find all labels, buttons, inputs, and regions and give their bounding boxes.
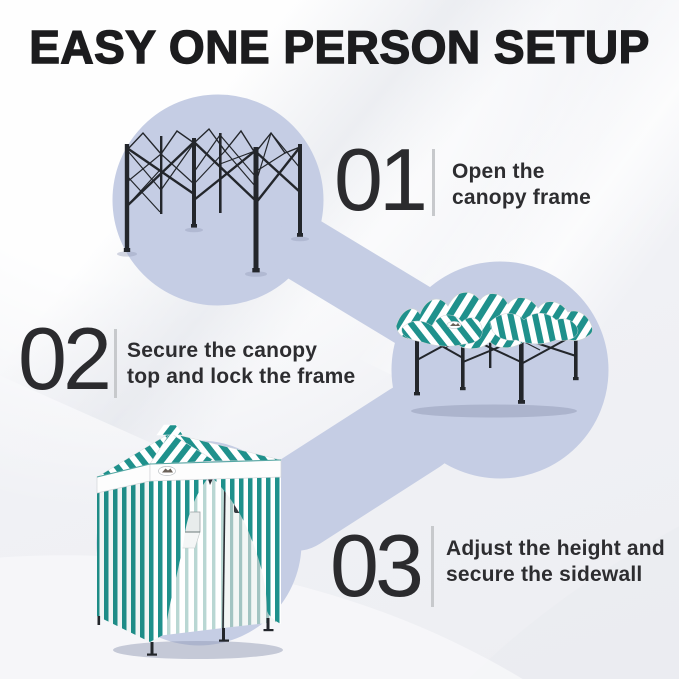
- step-1-divider: [432, 149, 435, 216]
- frame-with-canopy-top-illustration: [395, 292, 593, 418]
- popup-changing-tent-illustration: [96, 424, 283, 659]
- step-1-description-line1: Open the: [452, 160, 545, 183]
- step-2-divider: [114, 329, 117, 398]
- step-1-description-line2: canopy frame: [452, 185, 591, 209]
- step-2-description-line2: top and lock the frame: [127, 364, 356, 388]
- step-3-description-line1: Adjust the height and: [446, 537, 665, 560]
- page-title: EASY ONE PERSON SETUP: [29, 20, 650, 73]
- step-3-number: 03: [330, 516, 424, 615]
- step-2-description: Secure the canopy top and lock the frame: [127, 338, 355, 389]
- step-3-description: Adjust the height and secure the sidewal…: [446, 536, 665, 587]
- step-3-description-line2: secure the sidewall: [446, 562, 643, 586]
- step-1-description: Open the canopy frame: [452, 159, 591, 210]
- step-3-divider: [431, 526, 434, 607]
- step-2-description-line1: Secure the canopy: [127, 339, 318, 362]
- folded-canopy-frame-illustration: [117, 127, 309, 277]
- step-2-number: 02: [18, 309, 112, 408]
- step-1-number: 01: [334, 130, 428, 229]
